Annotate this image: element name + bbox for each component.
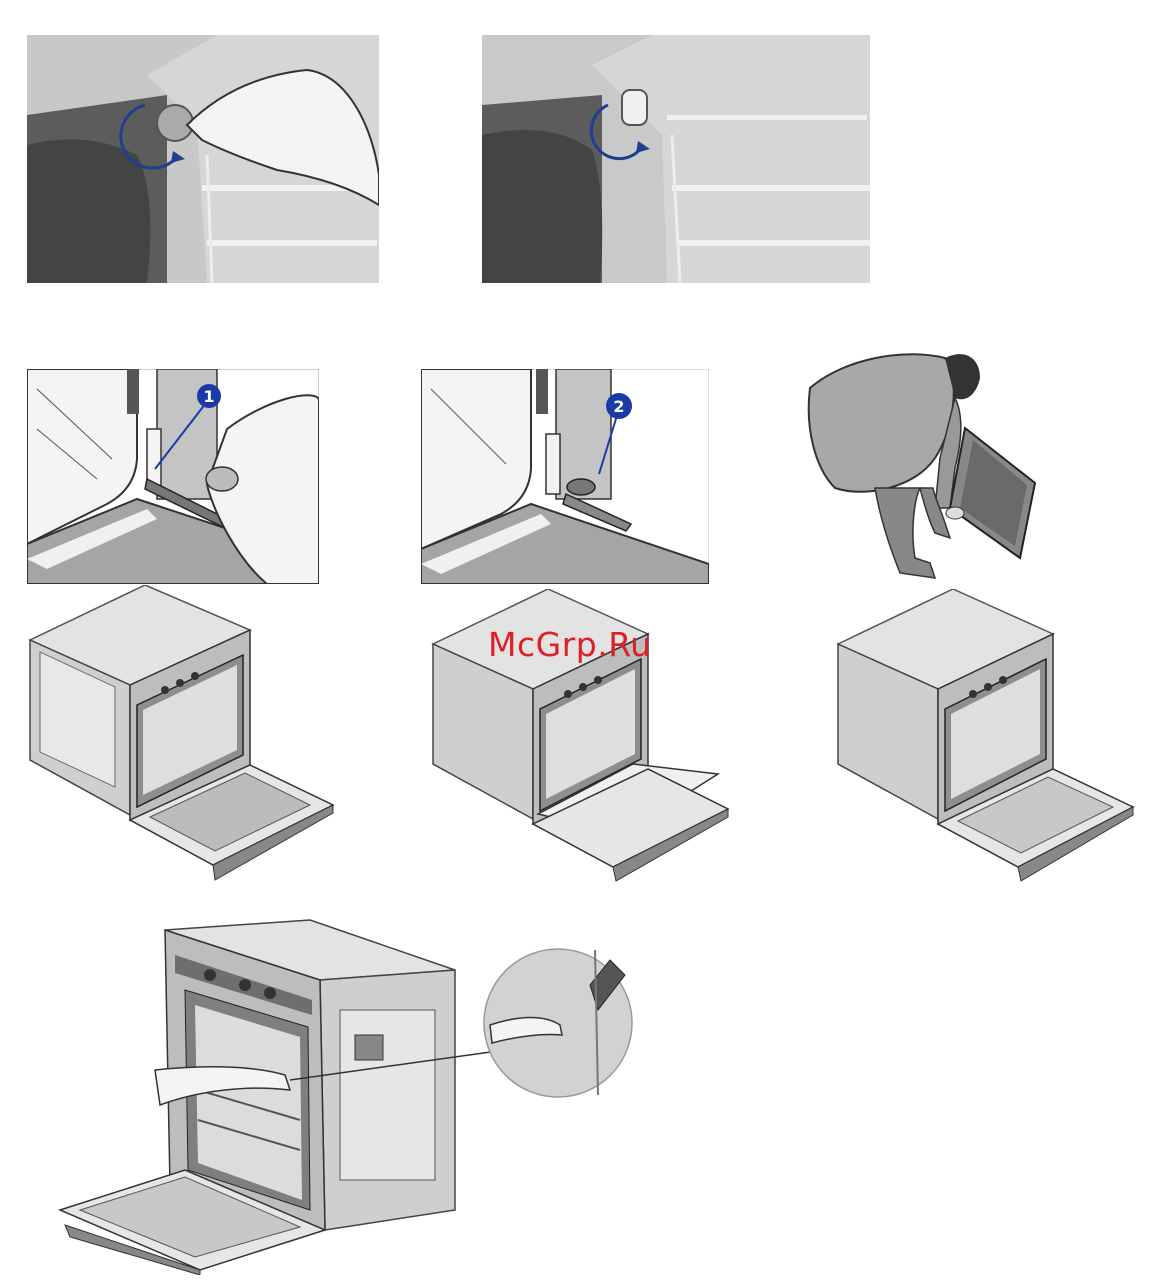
oven-rack-removal-illustration: [50, 915, 640, 1275]
step-badge-2-label: 2: [613, 397, 624, 416]
oven-rack-removal-panel: [50, 915, 640, 1275]
step-knob-rotate-hand-panel: [27, 35, 379, 283]
oven-open-door-illustration: [25, 585, 337, 885]
hand-rotating-knob-illustration: [27, 35, 379, 283]
oven-door-open-3-panel: [833, 589, 1138, 885]
step-carry-door-panel: [805, 348, 1037, 586]
hinge-lever-illustration: 1: [27, 369, 319, 584]
knob-rotation-illustration: [482, 35, 870, 283]
step-badge-1-label: 1: [203, 387, 214, 406]
person-carrying-door-illustration: [805, 348, 1037, 586]
step-knob-rotated-panel: [482, 35, 870, 283]
oven-door-open-1-panel: [25, 585, 337, 885]
hinge-lever-illustration: 2: [421, 369, 709, 584]
oven-open-door-illustration: [833, 589, 1138, 885]
step-hinge-lever-2-panel: 2: [421, 369, 709, 584]
step-hinge-lever-1-panel: 1: [27, 369, 319, 584]
watermark-text: McGrp.Ru: [488, 622, 698, 668]
